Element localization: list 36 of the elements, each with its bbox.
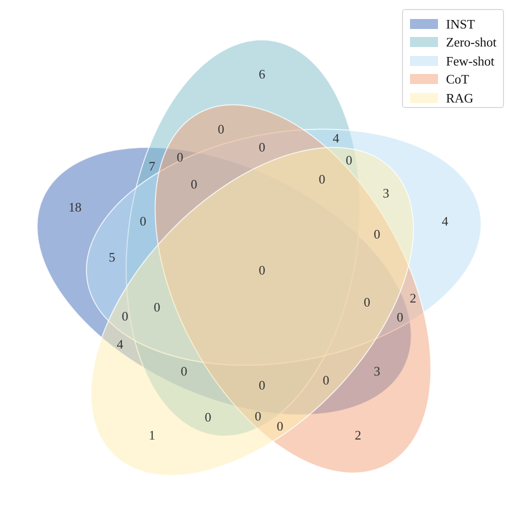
region-count: 0: [346, 154, 352, 166]
region-count: 0: [396, 310, 404, 324]
legend-label: Few-shot: [446, 54, 494, 68]
region-count: 0: [258, 264, 266, 276]
region-count: 0: [180, 364, 188, 378]
region-count: 0: [374, 228, 380, 240]
region-count: 2: [410, 292, 416, 304]
region-count: 0: [258, 140, 266, 154]
region-count: 4: [332, 132, 340, 144]
legend-label: CoT: [446, 72, 470, 86]
region-count: 5: [108, 250, 116, 264]
region-count: 0: [318, 172, 326, 186]
region-count: 7: [148, 160, 156, 172]
legend-label: RAG: [446, 92, 474, 104]
region-count: 6: [258, 68, 266, 80]
region-count: 0: [176, 150, 184, 164]
region-count: 0: [218, 122, 224, 136]
region-count: 4: [116, 338, 124, 350]
region-count: 0: [140, 214, 146, 228]
region-count: 0: [122, 310, 128, 322]
legend-label: INST: [446, 18, 475, 30]
region-count: 0: [254, 410, 262, 422]
region-count: 2: [354, 428, 362, 442]
region-count: 0: [204, 410, 212, 424]
region-count: 4: [442, 214, 448, 228]
region-count: 0: [258, 378, 266, 392]
region-count: 18: [68, 200, 82, 214]
legend-label: Zero-shot: [446, 36, 497, 48]
region-count: 3: [374, 364, 380, 378]
region-count: 0: [190, 178, 198, 190]
region-count: 0: [276, 420, 284, 432]
region-count: 1: [148, 428, 156, 442]
region-count: 0: [322, 374, 330, 386]
region-count: 0: [364, 296, 370, 308]
region-count: 3: [382, 186, 390, 200]
region-count: 0: [154, 300, 160, 314]
